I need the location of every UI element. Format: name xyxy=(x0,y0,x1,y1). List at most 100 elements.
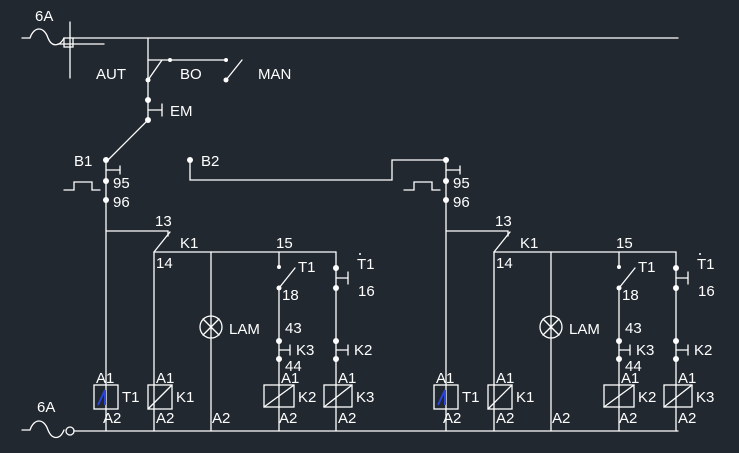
overload-pulse-symbol xyxy=(63,181,101,191)
selector-man-blade xyxy=(225,59,243,81)
coil-a2-label: A2 xyxy=(103,410,121,427)
channel-input-label: B1 xyxy=(74,153,92,170)
k3-interlock-terminal xyxy=(673,338,679,344)
coil-diagonal xyxy=(323,384,353,408)
top-supply: 6A AUT BO MAN EM xyxy=(21,8,679,181)
timer-nc-pin-label: 16 xyxy=(698,283,715,300)
coil-a1-label: A1 xyxy=(96,370,114,387)
selector-man-label: MAN xyxy=(258,66,291,83)
emergency-terminal xyxy=(145,97,151,103)
timer-contact-name-label: T1 xyxy=(298,259,316,276)
coil-box xyxy=(663,384,693,408)
k1-contact-name-label: K1 xyxy=(520,235,538,252)
timer-contact-out-label: 18 xyxy=(622,287,639,304)
coil-diagonal xyxy=(147,384,173,410)
lamp-cross xyxy=(202,318,220,336)
emergency-to-b1-wire xyxy=(107,119,149,161)
timer-contact-in-label: 15 xyxy=(616,235,633,252)
coil-box xyxy=(603,384,635,408)
coil-name-label: T1 xyxy=(462,389,480,406)
timer-nc-terminal xyxy=(333,285,339,291)
k3-interlock-terminal xyxy=(333,338,339,344)
selector-node xyxy=(168,58,172,62)
lamp-label: LAM xyxy=(229,321,260,338)
k2-aux-out-label: 44 xyxy=(285,358,302,375)
coil-k3: A1 K3 A2 xyxy=(323,370,374,427)
overload-nc-upper-label: 95 xyxy=(113,175,130,192)
timer-contact-terminal xyxy=(277,265,281,269)
bottom-fuse-symbol xyxy=(21,420,65,439)
coil-a2-label: A2 xyxy=(443,410,461,427)
timer-nc-terminal xyxy=(673,265,679,271)
k1-contact-out-label: 14 xyxy=(496,255,513,272)
coil-diagonal xyxy=(263,384,295,408)
overload-nc-upper-label: 95 xyxy=(453,175,470,192)
lamp-a2-label: A2 xyxy=(212,410,230,427)
lamp-symbol xyxy=(199,315,223,339)
channel-1: B1 95 96 13 K1 14 LAM 15 T1 18 xyxy=(63,153,375,432)
overload-terminal xyxy=(443,197,449,203)
coil-box xyxy=(93,384,119,410)
timer-nc-name-label: T1 xyxy=(697,256,715,273)
coil-k2: A1 K2 A2 xyxy=(263,370,316,427)
k1-contact-in-label: 13 xyxy=(495,213,512,230)
coil-k3: A1 K3 A2 xyxy=(663,370,714,427)
coil-k2: A1 K2 A2 xyxy=(603,370,656,427)
coil-box xyxy=(487,384,513,410)
selector-off-label: BO xyxy=(180,66,202,83)
coil-diagonal xyxy=(603,384,635,408)
selector-node xyxy=(224,58,228,62)
coil-a1-label: A1 xyxy=(338,370,356,387)
overload-nc-lower-label: 96 xyxy=(113,194,130,211)
lamp-cross xyxy=(542,318,560,336)
coil-box xyxy=(263,384,295,408)
timer-nc-mark xyxy=(699,253,701,255)
coil-t1: A1 T1 A2 xyxy=(93,370,140,427)
k2-aux-terminal xyxy=(276,356,282,362)
coil-name-label: K2 xyxy=(638,389,656,406)
overload-nc-lower-label: 96 xyxy=(453,194,470,211)
timer-contact-name-label: T1 xyxy=(638,259,656,276)
top-fuse-breaker-box xyxy=(63,37,74,48)
timer-contact-terminal xyxy=(617,265,621,269)
coil-a2-label: A2 xyxy=(156,410,174,427)
emergency-stop-label: EM xyxy=(170,103,193,120)
timer-nc-mark xyxy=(359,253,361,255)
k1-contact-blade xyxy=(153,231,171,253)
coil-t1: A1 T1 A2 xyxy=(433,370,480,427)
timer-nc-terminal xyxy=(673,285,679,291)
k3-interlock-terminal xyxy=(333,356,339,362)
channel-input-label: B2 xyxy=(201,153,219,170)
coil-a2-label: A2 xyxy=(619,410,637,427)
coil-a1-label: A1 xyxy=(496,370,514,387)
overload-terminal xyxy=(443,178,449,184)
k2-aux-in-label: 43 xyxy=(285,320,302,337)
timer-nc-name-label: T1 xyxy=(357,256,375,273)
coil-a2-label: A2 xyxy=(279,410,297,427)
bottom-fuse-label: 6A xyxy=(37,399,55,416)
coil-a1-label: A1 xyxy=(281,370,299,387)
k2-interlock-label: K3 xyxy=(636,342,654,359)
timer-contact-blade xyxy=(618,267,636,289)
timer-coil-mark xyxy=(437,389,446,406)
coil-k1: A1 K1 A2 xyxy=(147,370,194,427)
timer-coil-mark xyxy=(97,389,106,406)
channel-2: B2 95 96 13 K1 14 LAM 15 T1 18 xyxy=(201,153,715,432)
coil-a2-label: A2 xyxy=(338,410,356,427)
selector-man-terminal xyxy=(223,77,229,83)
top-fuse-label: 6A xyxy=(35,8,53,25)
selector-aut-label: AUT xyxy=(96,66,126,83)
coil-a1-label: A1 xyxy=(436,370,454,387)
coil-name-label: K3 xyxy=(356,389,374,406)
k2-aux-in-label: 43 xyxy=(625,320,642,337)
selector-aut-blade xyxy=(147,59,163,81)
k1-contact-blade xyxy=(493,231,511,253)
timer-contact-in-label: 15 xyxy=(276,235,293,252)
coil-name-label: K1 xyxy=(516,389,534,406)
k2-aux-out-label: 44 xyxy=(625,358,642,375)
k2-aux-terminal xyxy=(616,356,622,362)
coil-a1-label: A1 xyxy=(621,370,639,387)
k1-contact-in-label: 13 xyxy=(155,213,172,230)
lamp-label: LAM xyxy=(569,321,600,338)
k3-interlock-label: K2 xyxy=(354,342,372,359)
